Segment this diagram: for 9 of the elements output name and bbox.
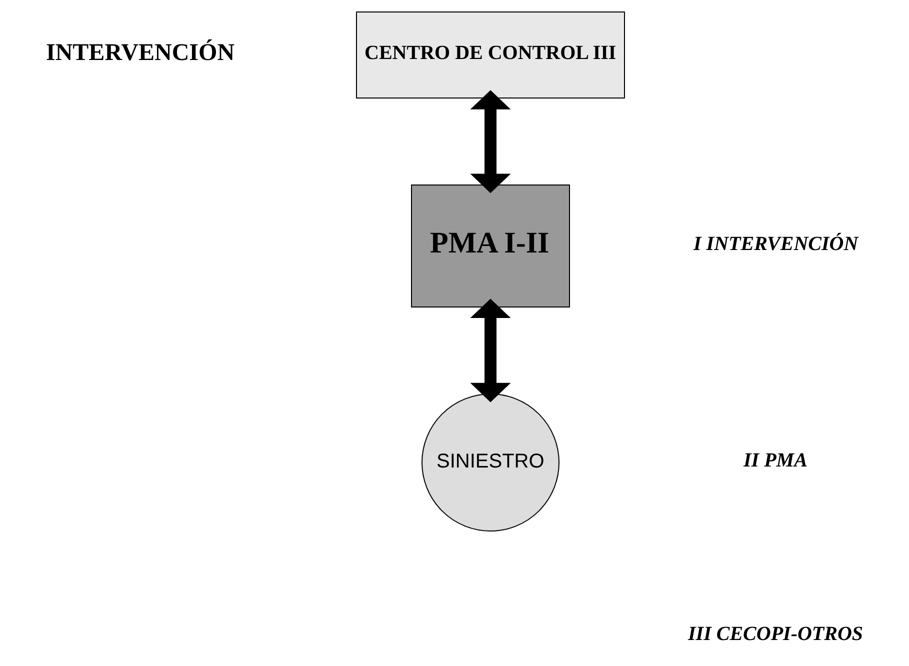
label: II PMA [744, 450, 808, 472]
node-box: CENTRO DE CONTROL III [356, 12, 625, 98]
label: I INTERVENCIÓN [694, 233, 858, 255]
label: III CECOPI-OTROS [688, 623, 864, 645]
node-box: PMA I-II [411, 184, 570, 308]
node-circle: SINIESTRO [422, 394, 560, 532]
label: INTERVENCIÓN [46, 40, 235, 66]
arrow [470, 90, 511, 194]
arrow [470, 298, 511, 402]
